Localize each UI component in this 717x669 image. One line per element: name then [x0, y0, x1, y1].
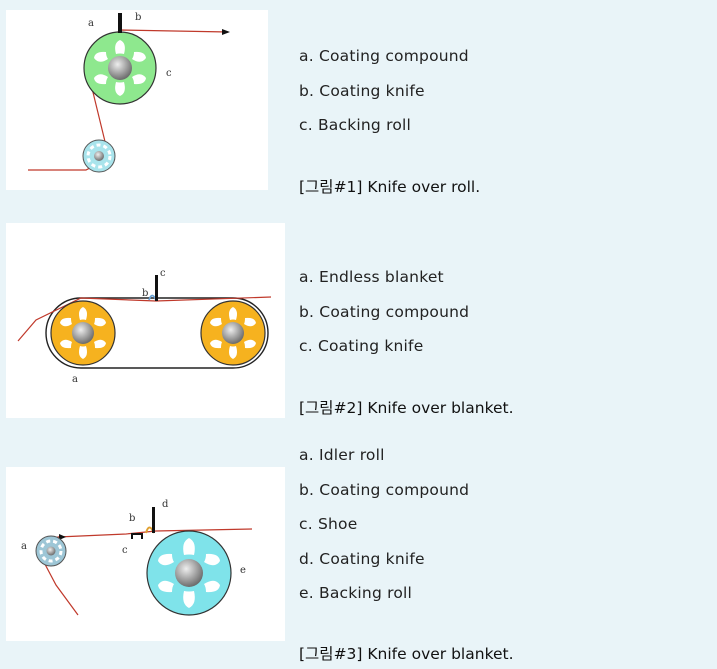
legend-item: a. Idler roll	[299, 446, 385, 464]
legend-item: c. Backing roll	[299, 116, 412, 134]
diagram-label-b: b	[135, 12, 141, 23]
fabric-web-line	[17, 296, 272, 342]
figure-2-panel: a b c	[6, 223, 285, 418]
diagram-label-e: e	[240, 565, 246, 576]
arrow-head	[222, 29, 230, 35]
diagram-label-b: b	[142, 288, 148, 299]
knife-over-blanket-diagram: a b c	[17, 268, 272, 385]
figure-3-panel: a b c d e	[6, 467, 285, 641]
legend-item: e. Backing roll	[299, 584, 413, 602]
legend-item: b. Coating knife	[299, 81, 425, 100]
diagram-label-a: a	[21, 541, 27, 552]
idler-roll	[35, 535, 67, 567]
backing-roll	[146, 530, 232, 616]
figure-3-legend: a. Idler roll b. Coating compound c. Sho…	[299, 445, 469, 618]
diagram-label-d: d	[162, 499, 169, 510]
figure-1-caption: [그림#1] Knife over roll.	[299, 178, 481, 196]
knife-over-roll-shoe-diagram: a b c d e	[21, 499, 253, 616]
figure-3-caption: [그림#3] Knife over blanket.	[299, 645, 514, 663]
coating-knife	[152, 507, 155, 533]
coating-knife	[155, 275, 158, 301]
figure-1-legend: a. Coating compound b. Coating knife c. …	[299, 46, 469, 150]
coating-knife	[118, 13, 122, 33]
diagram-label-a: a	[72, 374, 78, 385]
shoe	[131, 533, 143, 539]
figure-2-legend: a. Endless blanket b. Coating compound c…	[299, 267, 469, 371]
blanket-roll-left	[50, 300, 116, 366]
figure-2-caption: [그림#2] Knife over blanket.	[299, 399, 514, 417]
idler-roll	[82, 139, 116, 173]
legend-item: a. Endless blanket	[299, 268, 444, 286]
legend-item: c. Shoe	[299, 515, 358, 533]
diagram-label-a: a	[88, 18, 94, 29]
legend-item: d. Coating knife	[299, 549, 425, 568]
legend-item: b. Coating compound	[299, 480, 470, 499]
arrow-head	[59, 534, 66, 540]
diagram-label-c: c	[160, 268, 166, 279]
legend-item: b. Coating compound	[299, 302, 470, 321]
backing-roll	[83, 31, 157, 105]
diagram-label-c: c	[122, 545, 128, 556]
diagram-label-c: c	[166, 68, 172, 79]
diagram-label-b: b	[129, 513, 135, 524]
figure-1-panel: a b c	[6, 10, 268, 190]
knife-over-roll-diagram: a b c	[28, 12, 230, 173]
endless-blanket	[45, 297, 269, 369]
blanket-roll-right	[200, 300, 266, 366]
legend-item: c. Coating knife	[299, 337, 424, 355]
fabric-web-line	[37, 528, 253, 616]
legend-item: a. Coating compound	[299, 47, 469, 65]
